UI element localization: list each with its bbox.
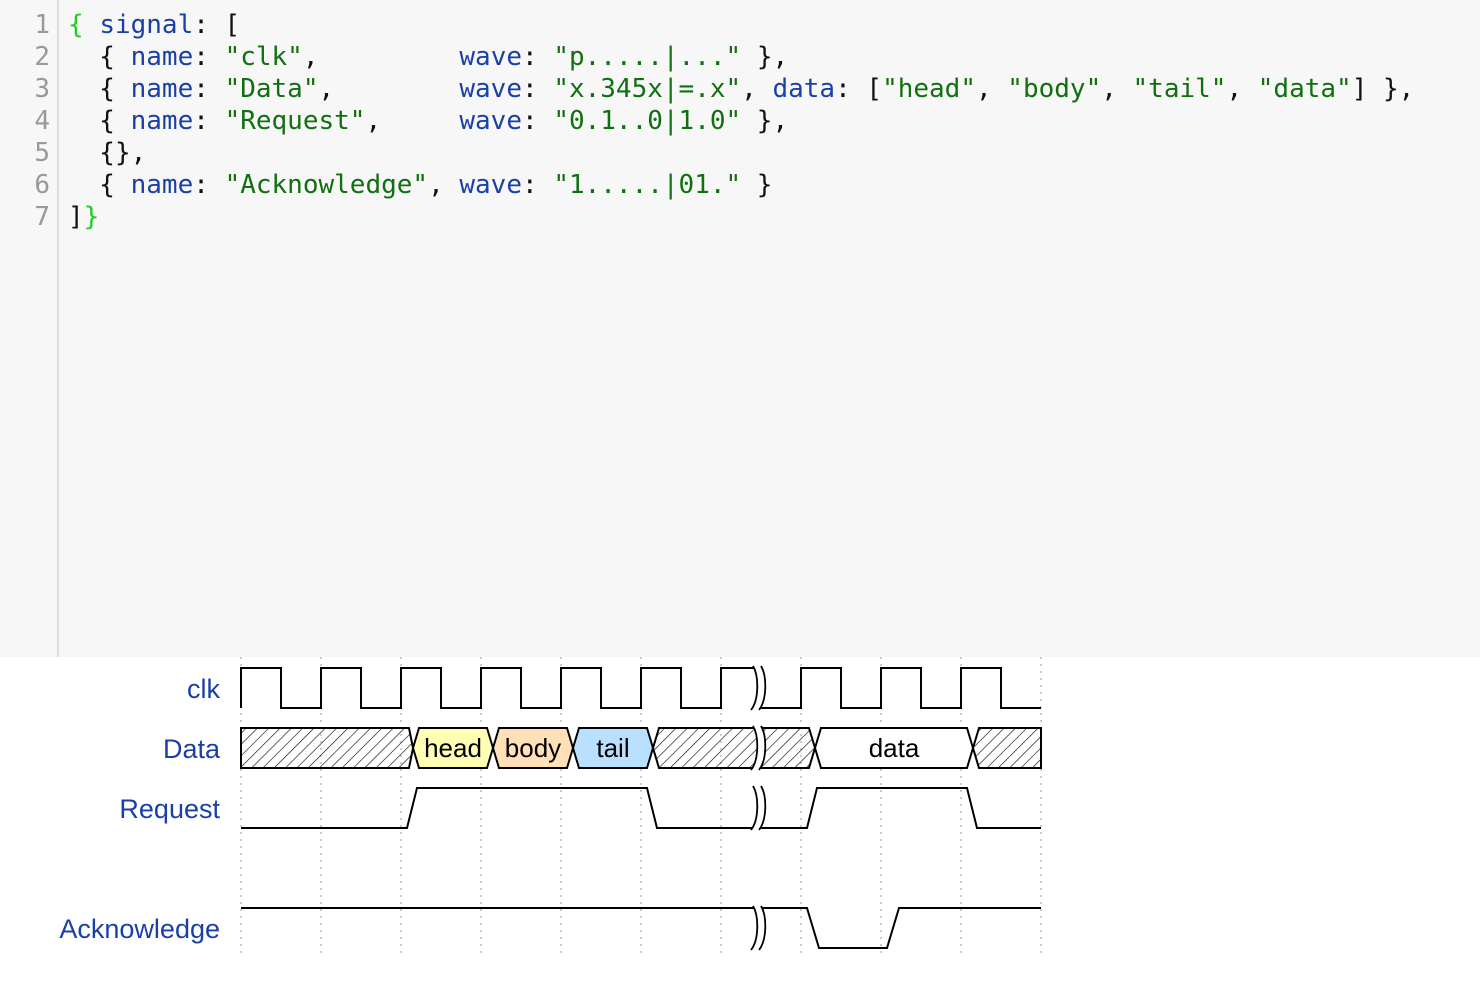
- code-editor[interactable]: 1 2 3 4 5 6 7 { signal: [ { name: "clk",…: [0, 0, 1480, 657]
- line-number: 7: [34, 202, 50, 232]
- code-token: data: [772, 74, 836, 104]
- request-waveform: [241, 787, 1041, 829]
- code-token: "body": [1007, 74, 1102, 104]
- code-token: "tail": [1132, 74, 1227, 104]
- timing-diagram-svg: head body tail data: [240, 657, 1042, 957]
- code-token: ]: [68, 202, 84, 232]
- code-token: {: [68, 10, 100, 40]
- code-token: },: [741, 42, 789, 72]
- line-number: 2: [34, 42, 50, 72]
- signal-label-clk: clk: [187, 674, 220, 704]
- code-token: "Acknowledge": [224, 170, 429, 200]
- time-gap-markers: [750, 665, 767, 951]
- code-token: "clk": [224, 42, 303, 72]
- code-token: name: [130, 42, 194, 72]
- code-token: :: [193, 106, 225, 136]
- clk-waveform: [240, 667, 1041, 709]
- waveform-diagram: clk Data Request Acknowledge: [0, 657, 1480, 991]
- code-token: {},: [68, 138, 147, 168]
- acknowledge-waveform: [241, 907, 1041, 949]
- code-token: wave: [459, 106, 522, 136]
- code-token: ,: [975, 74, 1008, 104]
- signal-label-request: Request: [119, 794, 220, 824]
- code-token: {: [68, 42, 131, 72]
- line-number: 6: [34, 170, 50, 200]
- code-token: :: [193, 42, 225, 72]
- data-unknown-segment: [971, 727, 1042, 769]
- code-token: },: [741, 106, 789, 136]
- code-token: :: [522, 106, 554, 136]
- signal-label-acknowledge: Acknowledge: [59, 914, 220, 944]
- code-line[interactable]: ]}: [68, 201, 1414, 233]
- code-token: : [: [835, 74, 883, 104]
- code-token: {: [68, 106, 131, 136]
- code-token: :: [193, 170, 225, 200]
- code-token: ,: [302, 42, 460, 72]
- code-token: ,: [318, 74, 460, 104]
- code-text-area[interactable]: { signal: [ { name: "clk", wave: "p.....…: [68, 9, 1414, 233]
- line-number: 3: [34, 74, 50, 104]
- code-line[interactable]: { name: "Acknowledge", wave: "1.....|01.…: [68, 169, 1414, 201]
- code-token: :: [522, 170, 554, 200]
- line-number: 4: [34, 106, 50, 136]
- code-token: wave: [459, 74, 522, 104]
- code-token: "Data": [224, 74, 319, 104]
- code-token: ] },: [1351, 74, 1415, 104]
- code-token: :: [522, 42, 554, 72]
- code-token: "data": [1257, 74, 1352, 104]
- code-line[interactable]: {},: [68, 137, 1414, 169]
- code-token: ,: [1101, 74, 1133, 104]
- data-label-tail: tail: [596, 733, 629, 763]
- data-label-head: head: [424, 733, 482, 763]
- code-line[interactable]: { name: "Request", wave: "0.1..0|1.0" },: [68, 105, 1414, 137]
- code-token: signal: [99, 10, 194, 40]
- code-token: "Request": [224, 106, 366, 136]
- code-token: wave: [459, 170, 522, 200]
- code-line[interactable]: { signal: [: [68, 9, 1414, 41]
- code-token: ,: [1226, 74, 1258, 104]
- code-token: wave: [459, 42, 523, 72]
- code-token: : [: [193, 10, 241, 40]
- code-token: "p.....|...": [553, 42, 742, 72]
- code-line[interactable]: { name: "Data", wave: "x.345x|=.x", data…: [68, 73, 1414, 105]
- code-token: }: [83, 202, 100, 232]
- line-number-gutter: 1 2 3 4 5 6 7: [0, 0, 59, 657]
- data-unknown-segment: [651, 727, 817, 769]
- data-label-body: body: [505, 733, 561, 763]
- code-token: :: [193, 74, 225, 104]
- code-token: "head": [882, 74, 976, 104]
- data-waveform: head body tail data: [240, 727, 1042, 769]
- code-token: name: [130, 74, 194, 104]
- code-token: "x.345x|=.x": [553, 74, 742, 104]
- code-token: ,: [365, 106, 460, 136]
- code-token: ,: [428, 170, 460, 200]
- data-label-data: data: [869, 733, 920, 763]
- data-unknown-segment: [240, 727, 415, 769]
- line-number: 1: [34, 10, 50, 40]
- signal-label-data: Data: [162, 734, 220, 764]
- code-token: ,: [741, 74, 773, 104]
- code-token: :: [522, 74, 554, 104]
- code-token: }: [741, 170, 773, 200]
- code-token: {: [68, 170, 131, 200]
- code-token: name: [130, 170, 194, 200]
- line-number: 5: [34, 138, 50, 168]
- code-token: "0.1..0|1.0": [553, 106, 742, 136]
- code-token: "1.....|01.": [553, 170, 742, 200]
- code-line[interactable]: { name: "clk", wave: "p.....|..." },: [68, 41, 1414, 73]
- code-token: {: [68, 74, 131, 104]
- code-token: name: [130, 106, 194, 136]
